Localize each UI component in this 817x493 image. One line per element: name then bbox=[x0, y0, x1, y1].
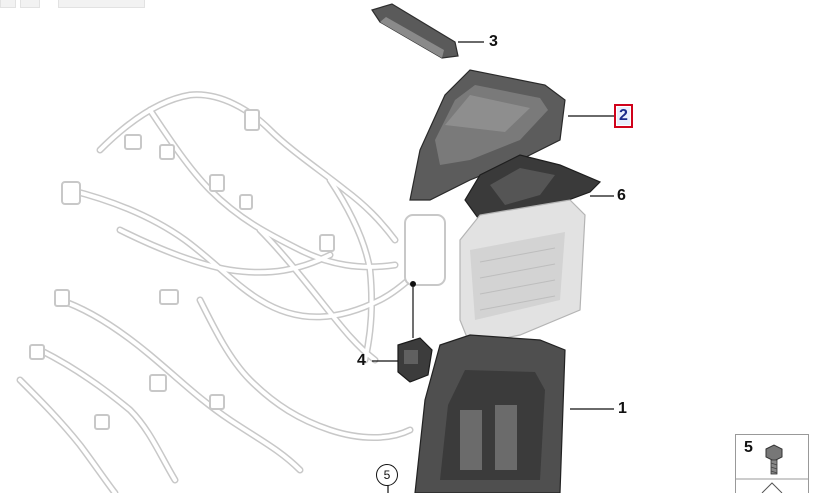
callout-1[interactable]: 1 bbox=[618, 400, 627, 417]
callout-5: 5 bbox=[744, 439, 753, 456]
callout-3[interactable]: 3 bbox=[489, 33, 498, 50]
circled-callout-5[interactable]: 5 bbox=[376, 464, 398, 486]
harness-connectors bbox=[29, 109, 446, 430]
wiring-harness-inner bbox=[18, 92, 442, 493]
tab-stub[interactable] bbox=[58, 0, 145, 8]
ecu-module bbox=[459, 199, 586, 346]
callout-6[interactable]: 6 bbox=[617, 187, 626, 204]
part-4-clip bbox=[397, 337, 433, 383]
wiring-harness bbox=[16, 91, 444, 493]
bolt-icon bbox=[736, 444, 808, 493]
top-tab-strip bbox=[0, 0, 145, 8]
part-5-tile[interactable]: 5 bbox=[735, 434, 809, 493]
tab-stub[interactable] bbox=[20, 0, 40, 8]
tab-stub[interactable] bbox=[0, 0, 16, 8]
part-3-bracket bbox=[371, 3, 459, 59]
callout-4[interactable]: 4 bbox=[357, 352, 366, 369]
part-1-carrier bbox=[414, 334, 566, 493]
callout-2-selected[interactable]: 2 bbox=[614, 104, 633, 128]
part-2-cover bbox=[409, 69, 566, 201]
